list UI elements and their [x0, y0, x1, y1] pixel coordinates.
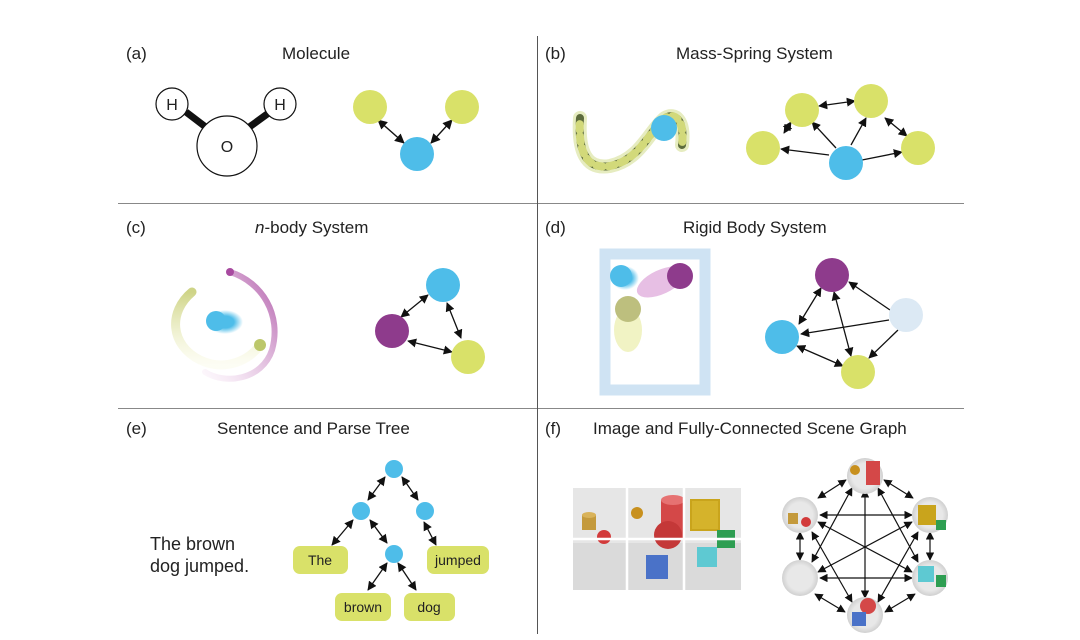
leaf-box-the	[293, 546, 348, 574]
panel-c-letter: (c)	[126, 218, 146, 237]
mass-spring-illustration	[572, 109, 690, 174]
leaf-box-dog	[404, 593, 455, 621]
bond-right	[245, 109, 273, 131]
oxygen-atom	[196, 115, 258, 177]
scene-node-upper-right	[912, 497, 948, 533]
scene-node-lower-left	[782, 560, 818, 596]
horizontal-divider-right-2	[538, 408, 964, 409]
node-yellow	[451, 340, 485, 374]
panel-a-title: Molecule	[282, 44, 351, 63]
tree-node	[352, 502, 370, 520]
tree-node	[385, 545, 403, 563]
node-blue	[400, 137, 434, 171]
panel-e-title: Sentence and Parse Tree	[217, 419, 410, 438]
node-yellow	[353, 90, 387, 124]
panel-b-letter: (b)	[545, 44, 566, 63]
n-body-illustration	[171, 268, 278, 382]
leaf-label-jumped: jumped	[434, 552, 481, 568]
edge-a1	[377, 119, 405, 144]
leaf-label-the: The	[308, 552, 332, 568]
node-yellow	[854, 84, 888, 118]
node-yellow	[901, 131, 935, 165]
bond-left	[183, 109, 210, 131]
tree-node	[416, 502, 434, 520]
molecule-graph	[353, 90, 479, 171]
hydrogen-atom-right	[263, 87, 297, 121]
node-blue	[829, 146, 863, 180]
scene-graph	[782, 458, 948, 633]
mass-spring-graph	[746, 84, 935, 180]
panel-c-title-rest: -body System	[264, 218, 369, 237]
scene-image	[573, 488, 741, 590]
panel-a-letter: (a)	[126, 44, 147, 63]
scene-node-lower-right	[912, 560, 948, 596]
panel-d-title: Rigid Body System	[683, 218, 827, 237]
horizontal-divider-right-1	[538, 203, 964, 204]
atom-label-h2: H	[274, 97, 286, 114]
tree-node	[385, 460, 403, 478]
node-light-blue	[889, 298, 923, 332]
node-purple	[815, 258, 849, 292]
leaf-box-jumped	[427, 546, 489, 574]
scene-node-top	[847, 458, 883, 494]
leaf-label-dog: dog	[417, 599, 440, 615]
panel-d-letter: (d)	[545, 218, 566, 237]
mass-ball	[651, 115, 677, 141]
node-purple	[375, 314, 409, 348]
node-yellow	[445, 90, 479, 124]
panel-f-title: Image and Fully-Connected Scene Graph	[593, 419, 907, 438]
panel-f-letter: (f)	[545, 419, 562, 438]
node-yellow	[746, 131, 780, 165]
panel-b-title: Mass-Spring System	[676, 44, 833, 63]
horizontal-divider-left-2	[118, 408, 537, 409]
rigid-body-graph	[765, 258, 923, 389]
vertical-divider	[537, 36, 538, 634]
node-yellow	[841, 355, 875, 389]
atom-label-h1: H	[166, 97, 178, 114]
node-yellow	[785, 93, 819, 127]
scene-node-upper-left	[782, 497, 818, 533]
leaf-box-brown	[335, 593, 391, 621]
panel-c-title: n-body System	[255, 218, 368, 238]
sentence-line-1: The brown	[150, 534, 236, 554]
edge-a2	[430, 119, 453, 144]
horizontal-divider-left-1	[118, 203, 537, 204]
leaf-label-brown: brown	[344, 599, 382, 615]
n-body-graph	[375, 268, 485, 374]
scene-node-bottom	[847, 597, 883, 633]
panel-e-letter: (e)	[126, 419, 147, 438]
rigid-body-illustration	[599, 248, 711, 396]
panel-c-title-italic: n	[255, 218, 265, 237]
hydrogen-atom-left	[155, 87, 189, 121]
parse-tree: The jumped brown dog	[293, 460, 489, 621]
sentence-line-2: dog jumped.	[150, 556, 250, 576]
node-blue	[426, 268, 460, 302]
atom-label-o: O	[221, 139, 233, 156]
molecule-illustration: H H O	[155, 87, 297, 177]
sentence-text: The brown dog jumped.	[150, 533, 249, 577]
node-blue	[765, 320, 799, 354]
